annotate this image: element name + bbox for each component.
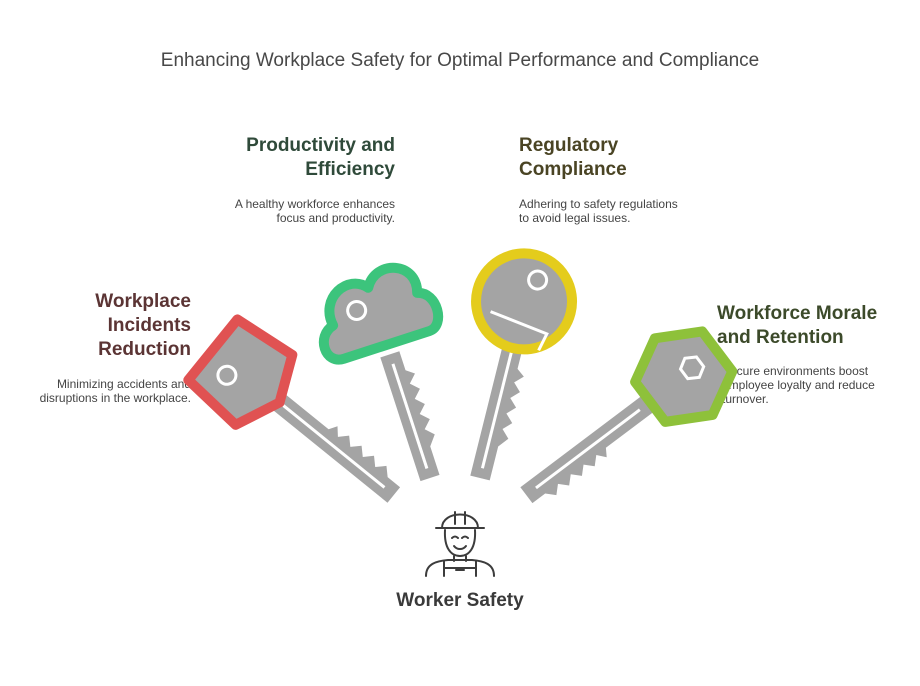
diagram-title: Enhancing Workplace Safety for Optimal P… xyxy=(160,50,760,71)
compliance-key-hole xyxy=(527,269,549,291)
compliance-key-notch xyxy=(490,310,549,352)
incidents-description-line: Minimizing accidents and xyxy=(56,377,191,391)
productivity-title: Productivity and Efficiency xyxy=(215,134,395,182)
morale-description-line: turnover. xyxy=(722,392,769,406)
compliance-description-line: Adhering to safety regulations xyxy=(519,197,678,211)
compliance-key-bow xyxy=(471,248,578,355)
incidents-key-blade xyxy=(269,391,401,503)
productivity-key-groove xyxy=(391,363,429,469)
productivity-title-line: Efficiency xyxy=(305,159,395,180)
center-label: Worker Safety xyxy=(396,590,524,611)
incidents-description: Minimizing accidents and disruptions in … xyxy=(20,377,191,405)
compliance-key xyxy=(470,248,578,481)
compliance-key-groove xyxy=(480,351,513,469)
morale-key-bow xyxy=(630,326,738,427)
construction-worker-icon xyxy=(425,511,495,577)
incidents-title: Workplace Incidents Reduction xyxy=(40,290,191,362)
morale-key xyxy=(520,326,738,504)
incidents-description-line: disruptions in the workplace. xyxy=(39,391,191,405)
productivity-key-blade xyxy=(380,351,440,482)
incidents-key-groove xyxy=(282,404,386,489)
incidents-key-bow xyxy=(183,314,298,430)
morale-key-groove xyxy=(535,408,641,490)
productivity-key-hole xyxy=(346,299,368,321)
incidents-title-line: Incidents xyxy=(107,315,191,336)
incidents-title-line: Workplace xyxy=(95,291,191,312)
morale-description: Secure environments boost employee loyal… xyxy=(722,364,902,406)
compliance-description-line: to avoid legal issues. xyxy=(519,211,631,225)
morale-title: Workforce Morale and Retention xyxy=(717,302,907,350)
compliance-description: Adhering to safety regulations to avoid … xyxy=(519,197,709,225)
productivity-title-line: Productivity and xyxy=(246,135,395,156)
productivity-description-line: A healthy workforce enhances xyxy=(234,197,395,211)
compliance-key-blade xyxy=(470,339,524,481)
incidents-key-hole xyxy=(216,364,238,386)
productivity-key-bow xyxy=(318,262,444,365)
morale-description-line: Secure environments boost xyxy=(722,364,869,378)
productivity-description: A healthy workforce enhances focus and p… xyxy=(215,197,395,225)
morale-title-line: and Retention xyxy=(717,327,844,348)
productivity-description-line: focus and productivity. xyxy=(276,211,395,225)
morale-description-line: employee loyalty and reduce xyxy=(722,378,875,392)
morale-key-hole xyxy=(678,355,706,381)
compliance-title-line: Compliance xyxy=(519,159,627,180)
productivity-key xyxy=(318,262,444,482)
compliance-title-line: Regulatory xyxy=(519,135,619,156)
incidents-title-line: Reduction xyxy=(98,339,191,360)
morale-title-line: Workforce Morale xyxy=(717,303,878,324)
compliance-title: Regulatory Compliance xyxy=(519,134,699,182)
incidents-key xyxy=(183,314,401,503)
